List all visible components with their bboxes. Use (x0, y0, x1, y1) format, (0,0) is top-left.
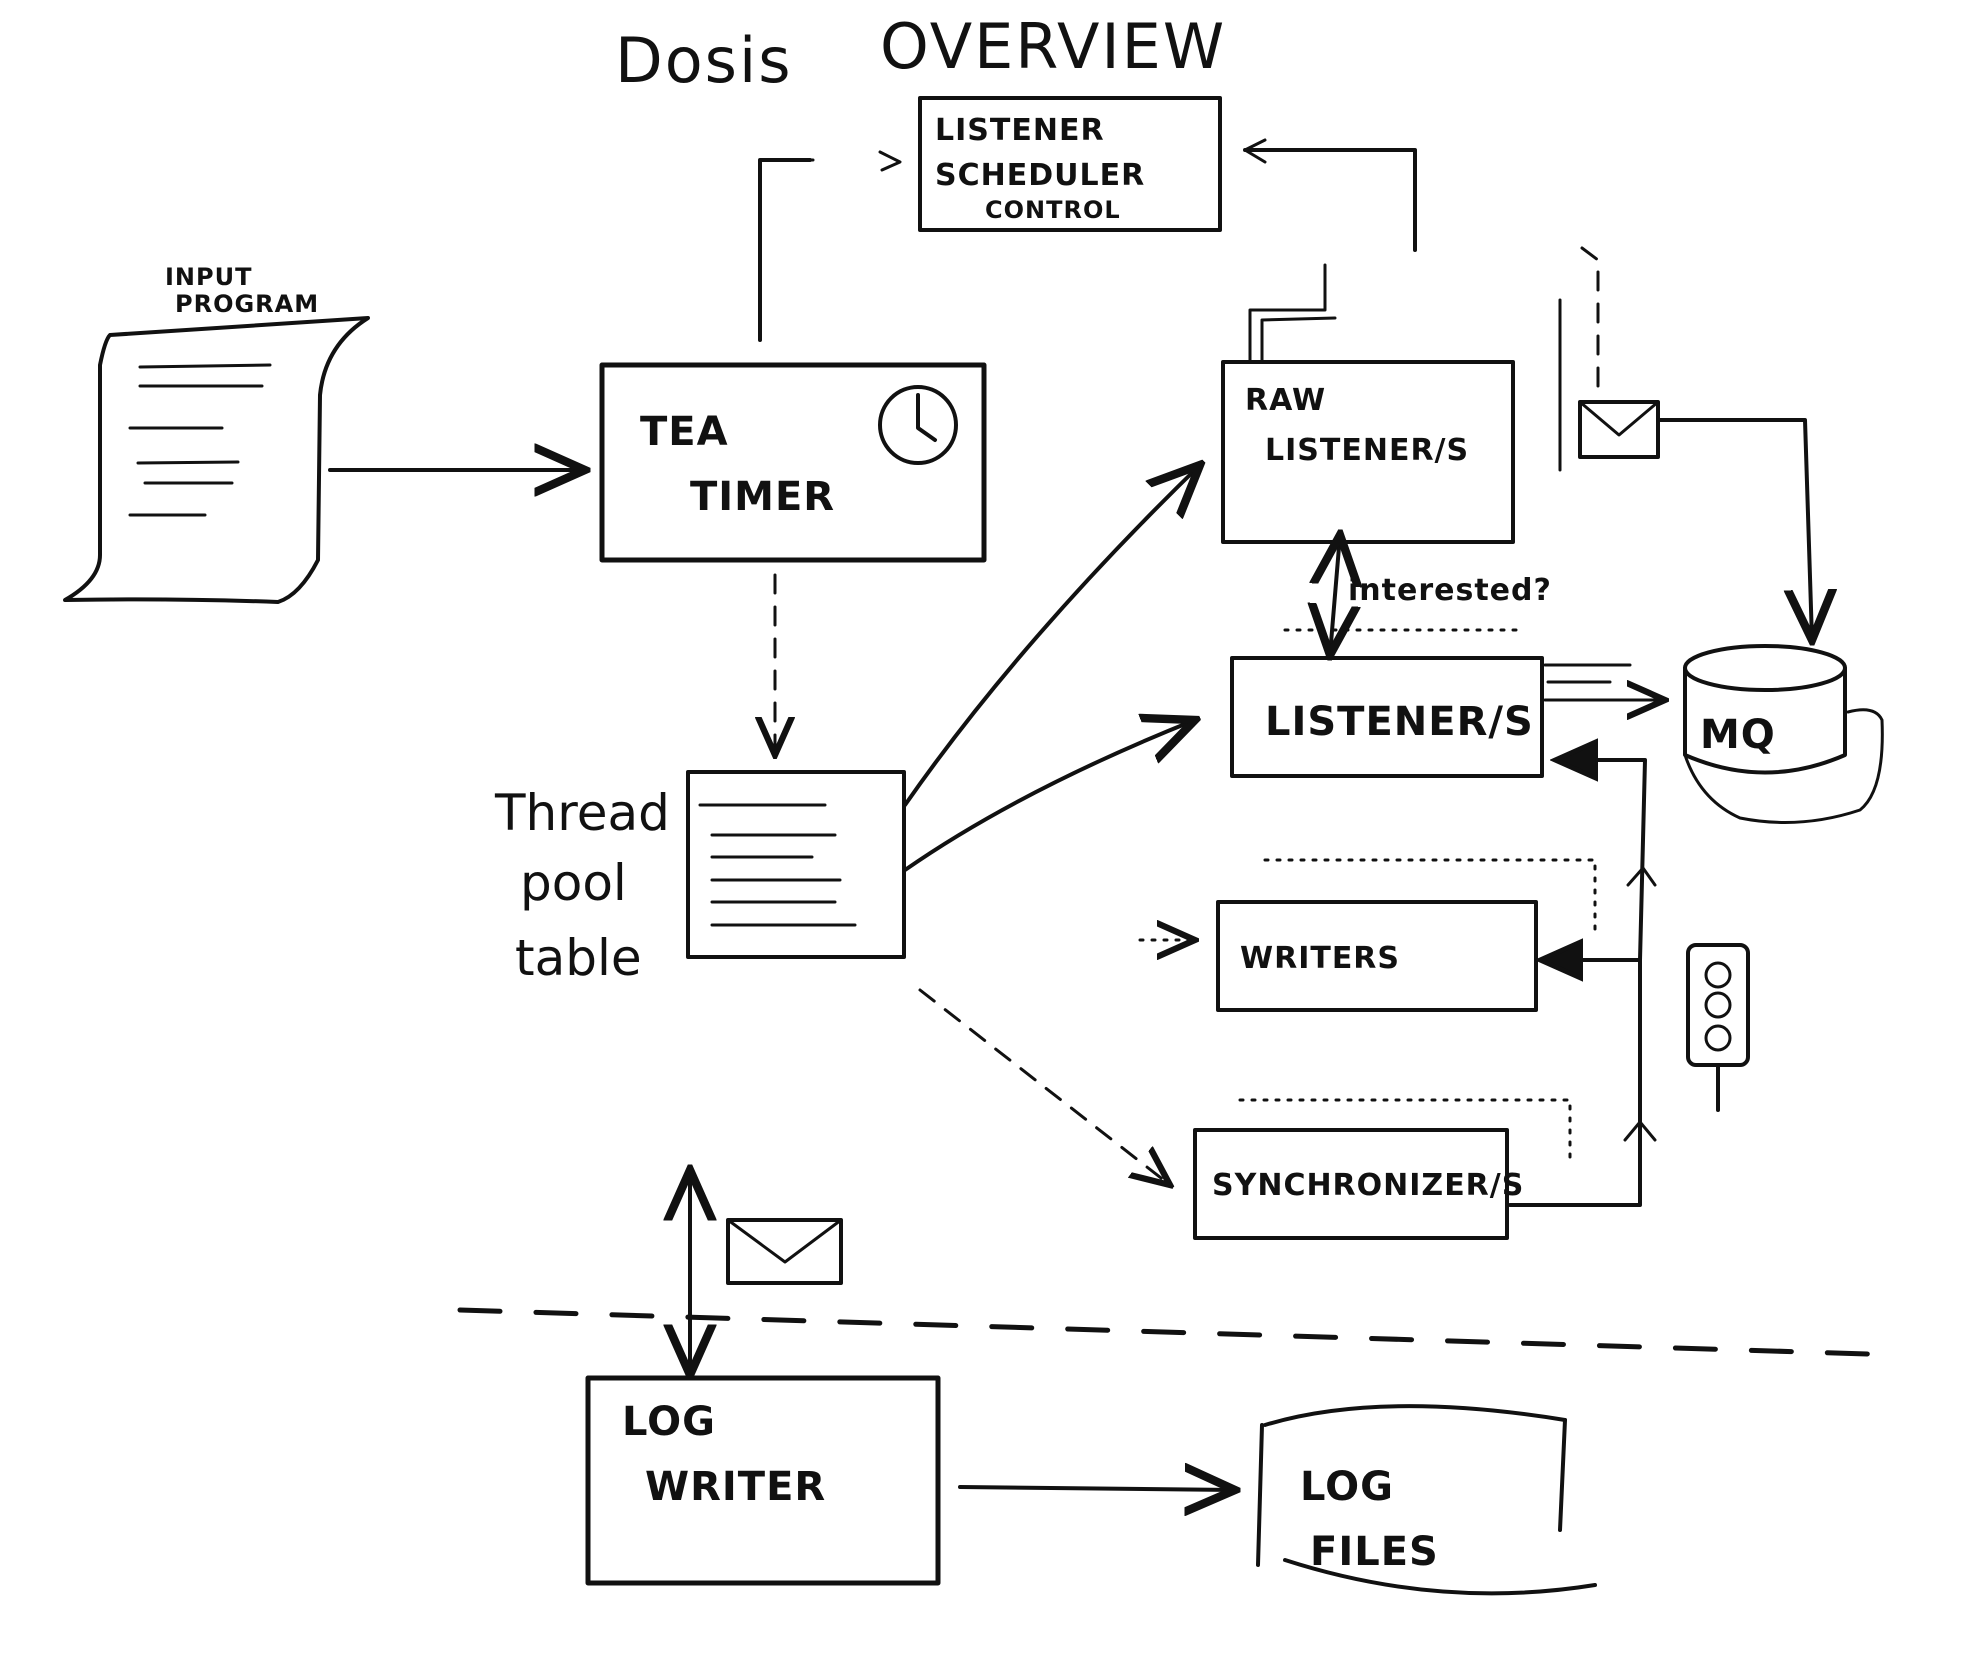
listener-scheduler-control-node: LISTENER SCHEDULER CONTROL (918, 96, 1222, 232)
tea-timer-box (599, 362, 987, 563)
lsc-label-2: SCHEDULER (935, 158, 1145, 193)
log-writer-label-2: WRITER (645, 1464, 826, 1510)
log-writer-node: LOG WRITER (585, 1375, 941, 1586)
database-icon (1683, 644, 1884, 824)
arrow-threadpool-to-listeners (903, 720, 1195, 872)
page-title: Dosis OVERVIEW (615, 10, 1226, 97)
table-icon (686, 770, 906, 959)
writers-label: WRITERS (1240, 941, 1400, 976)
edge-label-interested: interested? (1348, 573, 1552, 608)
line-control-to-raw (1243, 148, 1417, 252)
tea-timer-label-1: TEA (640, 409, 729, 455)
line-timer-to-control (758, 158, 812, 342)
writers-node: WRITERS (1216, 858, 1597, 1012)
arrow-head-into-control (878, 150, 902, 172)
mq-node: MQ (1683, 644, 1884, 824)
arrow-envelope-to-mq (1656, 418, 1812, 640)
thread-pool-label-2: pool (520, 854, 627, 912)
raw-listeners-label-2: LISTENER/S (1265, 433, 1469, 468)
listeners-label: LISTENER/S (1265, 699, 1534, 745)
dashed-threadpool-to-synchronizers (918, 988, 1170, 1185)
mq-label: MQ (1700, 712, 1776, 758)
lsc-label-1: LISTENER (935, 113, 1105, 148)
thread-pool-table-node: Thread pool table (494, 770, 906, 987)
arrow-sync-to-writers (1508, 960, 1642, 1207)
listeners-box (1230, 656, 1544, 778)
document-icon (63, 316, 370, 604)
lsc-label-3: CONTROL (985, 196, 1121, 224)
tea-timer-label-2: TIMER (690, 474, 835, 520)
clock-icon (878, 385, 958, 465)
input-program-node: INPUT PROGRAM (63, 263, 370, 604)
title-dosis: Dosis (615, 24, 793, 97)
database-icon (1256, 1404, 1597, 1596)
tea-timer-node: TEA TIMER (599, 362, 987, 563)
envelope-icon (1578, 400, 1660, 459)
listeners-node: LISTENER/S (1230, 628, 1544, 778)
raw-listeners-node: RAW LISTENER/S (1221, 316, 1515, 544)
log-files-label-2: FILES (1310, 1529, 1439, 1575)
dashed-to-envelope (1580, 246, 1600, 397)
input-program-label-1: INPUT (165, 263, 252, 291)
arrow-raw-listeners-bidirectional (1330, 535, 1340, 655)
synchronizers-label: SYNCHRONIZER/S (1212, 1168, 1524, 1203)
log-files-node: LOG FILES (1256, 1404, 1597, 1596)
envelope-icon (726, 1218, 843, 1285)
arrow-sync-to-listeners (1555, 760, 1647, 962)
layer-separator (457, 1307, 1903, 1358)
arrow-threadpool-to-raw (903, 465, 1200, 807)
thread-pool-label-3: table (515, 929, 642, 987)
log-writer-label-1: LOG (622, 1399, 716, 1445)
title-overview: OVERVIEW (880, 10, 1226, 83)
traffic-light-icon (1686, 943, 1750, 1112)
synchronizers-node: SYNCHRONIZER/S (1193, 1098, 1572, 1240)
listener-scheduler-control-box (918, 96, 1222, 232)
synchronizers-box (1193, 1128, 1509, 1240)
raw-listeners-label-1: RAW (1245, 383, 1326, 418)
raw-listeners-box (1221, 360, 1515, 544)
log-files-label-1: LOG (1300, 1464, 1394, 1510)
line-control-raw-branch (1248, 263, 1327, 362)
thread-pool-label-1: Thread (494, 784, 670, 842)
input-program-label-2: PROGRAM (175, 290, 319, 318)
arrow-logwriter-to-logfiles (958, 1487, 1235, 1490)
log-writer-box (585, 1375, 941, 1586)
